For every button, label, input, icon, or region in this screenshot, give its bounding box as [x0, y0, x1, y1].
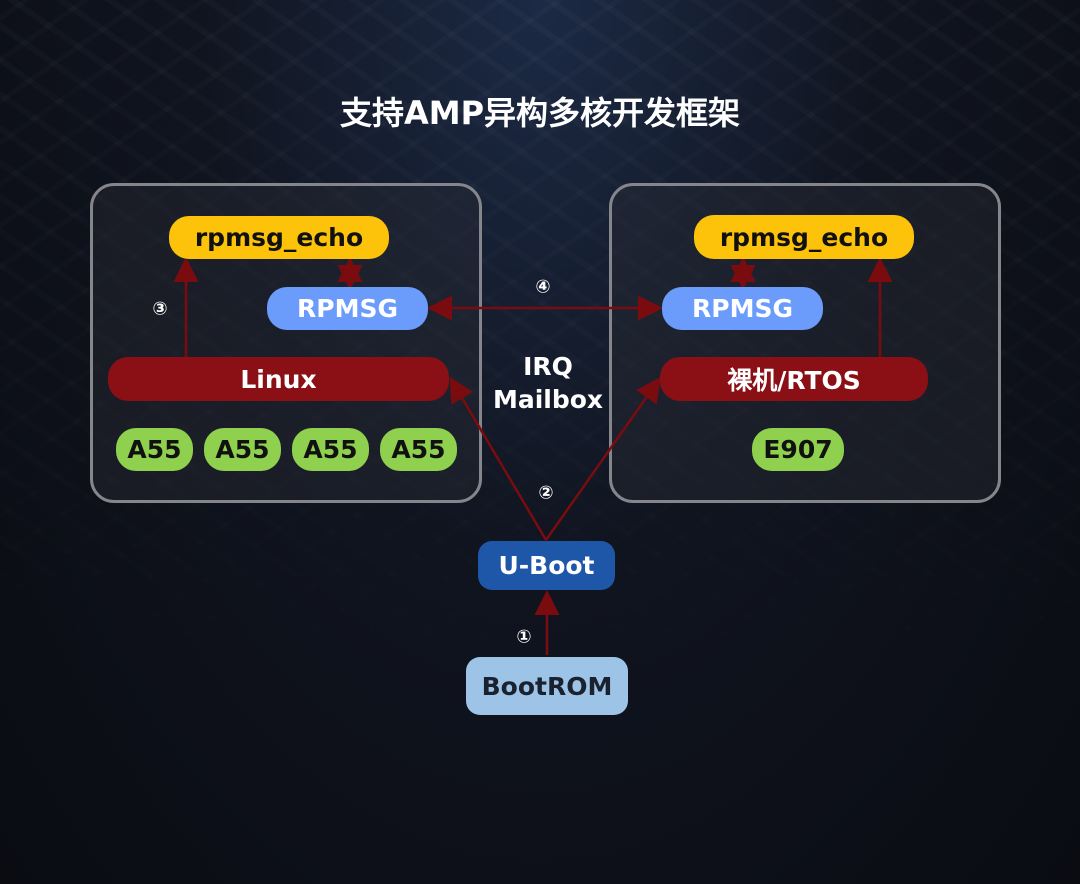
left-rpmsg-echo: rpmsg_echo: [169, 216, 389, 259]
core-a55: A55: [204, 428, 281, 471]
core-a55: A55: [116, 428, 193, 471]
mailbox-label: Mailbox: [492, 385, 604, 414]
core-a55: A55: [380, 428, 457, 471]
rtos-layer: 裸机/RTOS: [660, 357, 928, 401]
irq-label: IRQ: [523, 352, 573, 381]
left-rpmsg: RPMSG: [267, 287, 428, 330]
right-rpmsg: RPMSG: [662, 287, 823, 330]
arrow-uboot-linux: [449, 376, 548, 541]
right-rpmsg-echo: rpmsg_echo: [694, 215, 914, 259]
arrow-uboot-rtos: [544, 376, 661, 541]
irq-mailbox-label: IRQ Mailbox: [478, 350, 618, 416]
uboot-node: U-Boot: [478, 541, 615, 590]
step-3: ③: [152, 298, 168, 320]
core-a55: A55: [292, 428, 369, 471]
step-2: ②: [538, 482, 554, 504]
linux-layer: Linux: [108, 357, 449, 401]
step-1: ①: [516, 626, 532, 648]
page-title: 支持AMP异构多核开发框架: [339, 94, 741, 132]
bootrom-node: BootROM: [466, 657, 628, 715]
step-4: ④: [535, 276, 551, 298]
core-e907: E907: [752, 428, 844, 471]
